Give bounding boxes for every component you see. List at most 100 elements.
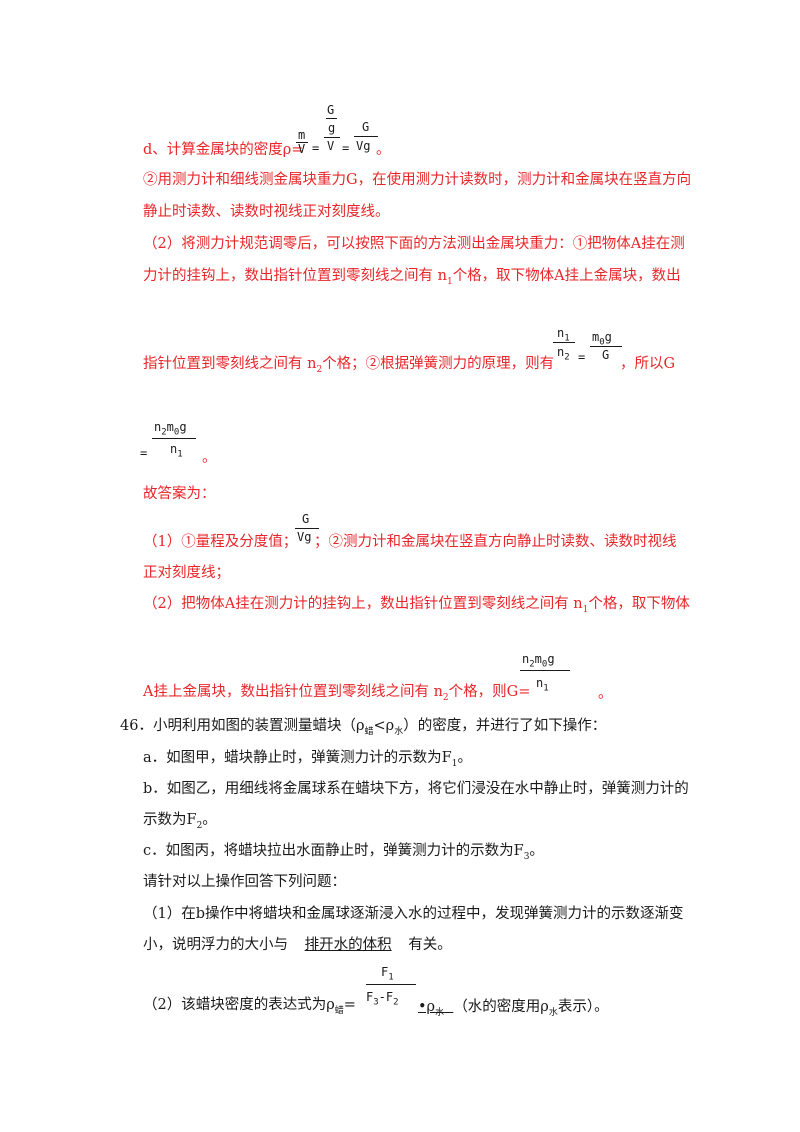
q1-line2-pre: 小，说明浮力的大小与 xyxy=(143,937,288,953)
g-den-sub: 1 xyxy=(177,449,183,460)
frac-g-den: Vg xyxy=(356,139,371,153)
red-line-3: 静止时读数、读数时视线正对刻度线。 xyxy=(143,204,390,220)
q46-a-sub: 1 xyxy=(451,758,458,769)
q46-b2-sub: 2 xyxy=(196,820,203,831)
g-end: 。 xyxy=(202,450,217,466)
f-n1-sub: 1 xyxy=(564,333,570,344)
line6-post: 个格；②根据弹簧测力的原理，则有 xyxy=(322,356,555,372)
q2-den-f3: F xyxy=(366,990,374,1004)
f-n2: n2 xyxy=(557,345,570,364)
line6-pre: 指针位置到零刻线之间有 n xyxy=(143,356,317,372)
ans1-line: （1）①量程及分度值； xyxy=(143,532,297,552)
f-m-sub: 0 xyxy=(599,337,605,348)
q46-a: a．如图甲，蜡块静止时，弹簧测力计的示数为F1。 xyxy=(143,748,472,774)
density-label: d、计算金属块的密度ρ= xyxy=(143,142,304,158)
frac-big-bar xyxy=(324,137,340,138)
ans3-den: n1 xyxy=(536,676,549,695)
q2-den-minus: - xyxy=(378,990,386,1004)
ans3-bar xyxy=(520,670,570,671)
q46-c-sub: 3 xyxy=(523,851,530,862)
f-n1: n1 xyxy=(557,326,570,345)
q46-title-mid: <ρ xyxy=(373,718,395,734)
ans3-num-m-sub: 0 xyxy=(541,659,548,670)
q2-den: F3-F2 xyxy=(366,990,399,1009)
q2-tail: •ρ水 （水的密度用ρ水表示）。 xyxy=(418,997,609,1023)
ans1-pre: （1）①量程及分度值； xyxy=(143,534,298,550)
q46-b1: b．如图乙，用细线将金属球系在蜡块下方，将它们浸没在水中静止时，弹簧测力计的 xyxy=(143,781,689,797)
f-m-letter: m xyxy=(592,330,600,344)
frac-m-den: V xyxy=(298,142,306,156)
ans2-pre: （2）把物体A挂在测力计的挂钩上，数出指针位置到零刻线之间有 n xyxy=(143,596,583,612)
g-num-m-sub: 0 xyxy=(173,427,180,438)
frac-g-bar xyxy=(354,136,378,137)
eq-2: = xyxy=(342,141,350,155)
f-g-letter: g xyxy=(604,330,612,344)
f-n1-letter: n xyxy=(557,326,565,340)
ans3-num: n2m0g xyxy=(522,652,555,671)
q2-num: F1 xyxy=(381,965,394,984)
q2-dot-sub: 水 xyxy=(435,1007,445,1018)
q2-sub: 蜡 xyxy=(334,1005,344,1016)
frac-big-inner-bar xyxy=(326,118,337,119)
g-num-n-sub: 2 xyxy=(161,427,167,438)
f-n2-sub: 2 xyxy=(564,352,570,363)
q46-title-pre: 46．小明利用如图的装置测量蜡块（ρ xyxy=(120,718,365,734)
q2-post: （水的密度用ρ xyxy=(453,999,549,1015)
ans3-end: 。 xyxy=(598,686,613,702)
q2-eq: = xyxy=(343,997,356,1013)
q2-dot-rho: •ρ水 xyxy=(418,999,453,1018)
line5-pre: 力计的挂钩上，数出指针位置到零刻线之间有 n xyxy=(143,268,447,284)
q2-den-f2: F xyxy=(385,990,394,1004)
answer-label: 故答案为： xyxy=(143,486,216,502)
g-num-g: g xyxy=(179,420,187,434)
g-num: n2m0g xyxy=(154,420,187,439)
frac-big-den: V xyxy=(327,139,335,153)
ans2-sub: 1 xyxy=(582,604,589,615)
red-line-6: 指针位置到零刻线之间有 n2个格；②根据弹簧测力的原理，则有 xyxy=(143,354,554,380)
q2-num-sub: 1 xyxy=(388,972,394,983)
g-bar xyxy=(152,438,196,439)
q46-title-post: ）的密度，并进行了如下操作： xyxy=(403,718,607,734)
eq-1: = xyxy=(312,141,320,155)
line-d-end: 。 xyxy=(376,142,391,158)
q46-a-pre: a．如图甲，蜡块静止时，弹簧测力计的示数为F xyxy=(143,750,452,766)
ans1-post: ；②测力计和金属块在竖直方向静止时读数、读数时视线 xyxy=(314,534,677,550)
q1-line2-post: 有关。 xyxy=(408,937,452,953)
ans3-den-n: n xyxy=(536,676,544,690)
g-eq: = xyxy=(140,446,148,460)
q46-c: c．如图丙，将蜡块拉出水面静止时，弹簧测力计的示数为F3。 xyxy=(143,841,544,867)
ans1-line2: 正对刻度线； xyxy=(143,565,230,581)
q46-title-sub1: 蜡 xyxy=(364,726,374,737)
g-den: n1 xyxy=(170,442,183,461)
g-den-n: n xyxy=(170,442,178,456)
frac-big-num-bot: g xyxy=(328,121,336,135)
q2-bar xyxy=(366,984,416,985)
ans2-post: 个格，取下物体 xyxy=(588,596,690,612)
ans1-frac-bar xyxy=(295,528,319,529)
frac-m-num: m xyxy=(298,128,306,142)
line6-end: ，所以G xyxy=(620,356,676,372)
f-eq: = xyxy=(578,350,586,364)
ans1-frac-num: G xyxy=(302,512,310,526)
red-line-5: 力计的挂钩上，数出指针位置到零刻线之间有 n1个格，取下物体A挂上金属块，数出 xyxy=(143,266,681,292)
ans1-frac-den: Vg xyxy=(297,530,312,544)
q46-a-post: 。 xyxy=(457,750,472,766)
ans2-line: （2）把物体A挂在测力计的挂钩上，数出指针位置到零刻线之间有 n1个格，取下物体 xyxy=(143,594,690,620)
q46-title: 46．小明利用如图的装置测量蜡块（ρ蜡<ρ水）的密度，并进行了如下操作： xyxy=(120,716,606,742)
q46-q1-line1: （1）在b操作中将蜡块和金属球逐渐浸入水的过程中，发现弹簧测力计的示数逐渐变 xyxy=(143,906,684,922)
q46-q2-line: （2）该蜡块密度的表达式为ρ蜡=​ xyxy=(143,995,372,1021)
q1-answer-blank: 排开水的体积 xyxy=(304,937,392,953)
f-m0g-num: m0g xyxy=(592,330,612,349)
q46-b2-pre: 示数为F xyxy=(143,812,197,828)
q2-den-f3-sub: 3 xyxy=(373,997,379,1008)
q46-b2: 示数为F2。 xyxy=(143,810,217,836)
ans3-num-n: n xyxy=(522,652,530,666)
ans3-sub: 2 xyxy=(442,692,449,703)
q2-den-f2-sub: 2 xyxy=(393,997,399,1008)
g-num-n: n xyxy=(154,420,162,434)
q2-dot: •ρ xyxy=(418,999,436,1015)
q46-c-pre: c．如图丙，将蜡块拉出水面静止时，弹簧测力计的示数为F xyxy=(143,843,524,859)
line5-post: 个格，取下物体A挂上金属块，数出 xyxy=(452,268,681,284)
q46-b2-post: 。 xyxy=(202,812,217,828)
ans3-num-m: m xyxy=(534,652,542,666)
